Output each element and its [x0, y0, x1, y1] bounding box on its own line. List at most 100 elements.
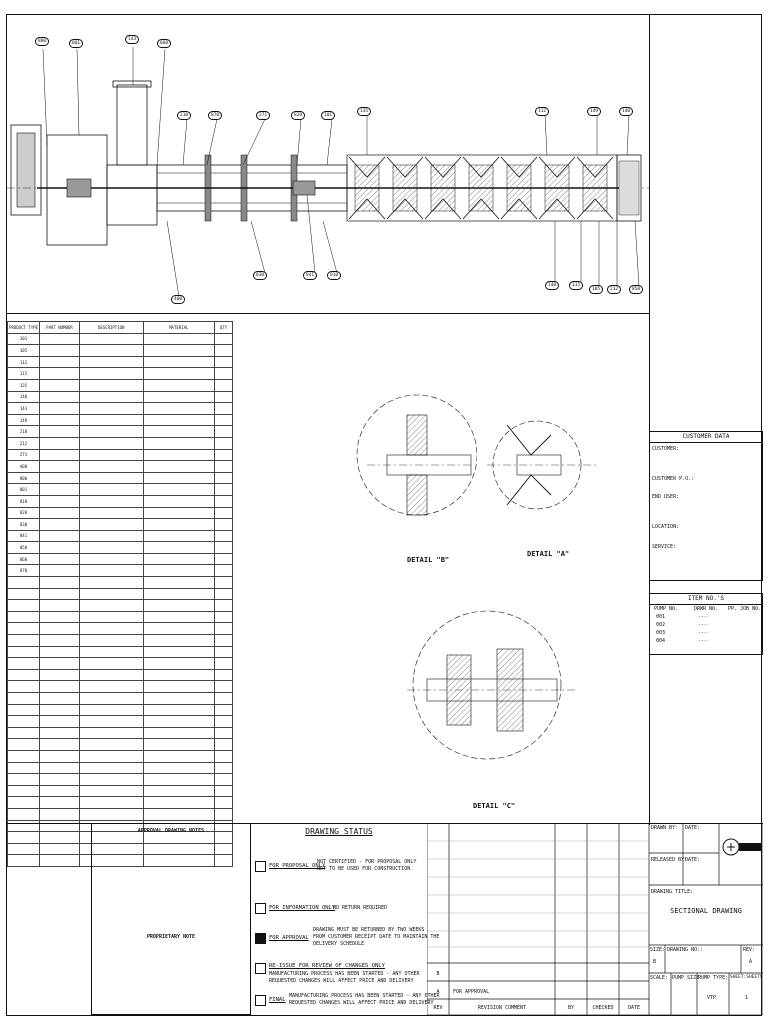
parts-cell: [214, 842, 233, 856]
date-label: DATE:: [685, 857, 701, 863]
table-row: 841: [7, 529, 233, 543]
rev-header: DATE: [627, 1005, 641, 1011]
parts-cell: [214, 494, 233, 508]
table-row: [7, 726, 233, 740]
reissue-checkbox[interactable]: [255, 963, 266, 974]
parts-cell: [38, 367, 80, 380]
parts-cell: [38, 448, 80, 462]
parts-cell: [214, 564, 233, 578]
parts-cell: [78, 807, 144, 821]
parts-cell: 801: [7, 483, 40, 496]
item-cell: ---: [698, 622, 708, 628]
callout-bubble: 105: [589, 285, 604, 294]
parts-cell: [38, 599, 80, 612]
parts-cell: [38, 552, 80, 566]
sheet-label: SHEET:SHEETS: [730, 975, 763, 980]
parts-cell: [78, 529, 144, 543]
parts-cell: [214, 634, 233, 647]
parts-cell: [78, 796, 144, 809]
table-row: [7, 807, 233, 821]
parts-cell: [38, 854, 80, 867]
parts-cell: [78, 831, 144, 844]
parts-header-cell: PRODUCT TYPE: [7, 321, 40, 334]
divider: [7, 313, 649, 314]
parts-cell: [78, 518, 144, 531]
size-label: SIZE:: [650, 947, 666, 953]
table-row: [7, 796, 233, 809]
parts-cell: [214, 355, 233, 369]
parts-cell: 800: [7, 471, 40, 485]
approval-checkbox[interactable]: [255, 933, 266, 944]
parts-cell: [214, 831, 233, 844]
parts-cell: [142, 657, 216, 670]
table-row: 143: [7, 402, 233, 415]
parts-cell: [214, 738, 233, 751]
parts-cell: [7, 749, 40, 763]
title-block: DRAWN BY: DATE: RELEASED BY: DATE: DRAWI…: [649, 823, 763, 1015]
table-row: 135: [7, 378, 233, 392]
pump-type-label: PUMP TYPE:: [698, 975, 729, 981]
parts-cell: [78, 413, 144, 427]
item-col-header: PUMP NO.: [654, 606, 679, 612]
table-row: [7, 645, 233, 659]
parts-cell: [78, 390, 144, 404]
parts-cell: [214, 761, 233, 775]
detail-a-view: DETAIL "A": [487, 355, 597, 565]
scale-label: SCALE:: [650, 975, 669, 981]
item-cell: 004: [656, 638, 666, 644]
parts-cell: [7, 668, 40, 682]
parts-cell: [38, 529, 80, 543]
parts-cell: [142, 634, 216, 647]
parts-cell: [214, 622, 233, 636]
parts-cell: [78, 645, 144, 659]
parts-cell: [38, 726, 80, 740]
callout-bubble: 271: [256, 111, 271, 120]
parts-cell: [38, 692, 80, 705]
parts-cell: [7, 715, 40, 728]
parts-cell: [142, 761, 216, 775]
parts-cell: [78, 436, 144, 450]
parts-cell: [214, 378, 233, 392]
table-row: 112: [7, 355, 233, 369]
service-label: SERVICE:: [652, 544, 677, 550]
table-row: 870: [7, 564, 233, 578]
info-checkbox[interactable]: [255, 903, 266, 914]
callout-bubble: 860: [157, 39, 172, 48]
parts-cell: [38, 564, 80, 578]
divider: [649, 15, 650, 825]
table-row: [7, 761, 233, 775]
parts-cell: [142, 726, 216, 740]
parts-cell: 810: [7, 494, 40, 508]
item-cell: 001: [656, 614, 666, 620]
parts-cell: [214, 668, 233, 682]
parts-cell: [7, 634, 40, 647]
table-row: [7, 599, 233, 612]
final-checkbox[interactable]: [255, 995, 266, 1006]
parts-cell: [142, 332, 216, 346]
table-row: [7, 773, 233, 786]
parts-cell: [78, 784, 144, 798]
parts-cell: [142, 425, 216, 438]
final-desc: MANUFACTURING PROCESS HAS BEEN STARTED -…: [289, 993, 440, 999]
parts-cell: [38, 819, 80, 833]
rev-header: CHECKED: [592, 1005, 614, 1011]
proposal-checkbox[interactable]: [255, 861, 266, 872]
parts-cell: [38, 471, 80, 485]
parts-cell: [142, 796, 216, 809]
parts-cell: [142, 703, 216, 717]
parts-cell: [214, 541, 233, 554]
callout-bubble: 112: [535, 107, 550, 116]
parts-cell: [214, 402, 233, 415]
parts-cell: [38, 749, 80, 763]
callout-bubble: 850: [629, 285, 644, 294]
drawn-by-label: DRAWN BY:: [651, 825, 679, 831]
parts-cell: [78, 599, 144, 612]
item-cell: 003: [656, 630, 666, 636]
parts-cell: [78, 634, 144, 647]
parts-cell: [7, 819, 40, 833]
table-row: 212: [7, 436, 233, 450]
rev-header: BY: [567, 1005, 575, 1011]
parts-cell: [142, 378, 216, 392]
parts-cell: 870: [7, 564, 40, 578]
customer-data-block: CUSTOMER DATA CUSTOMER: CUSTOMER P.O.: E…: [649, 431, 763, 581]
